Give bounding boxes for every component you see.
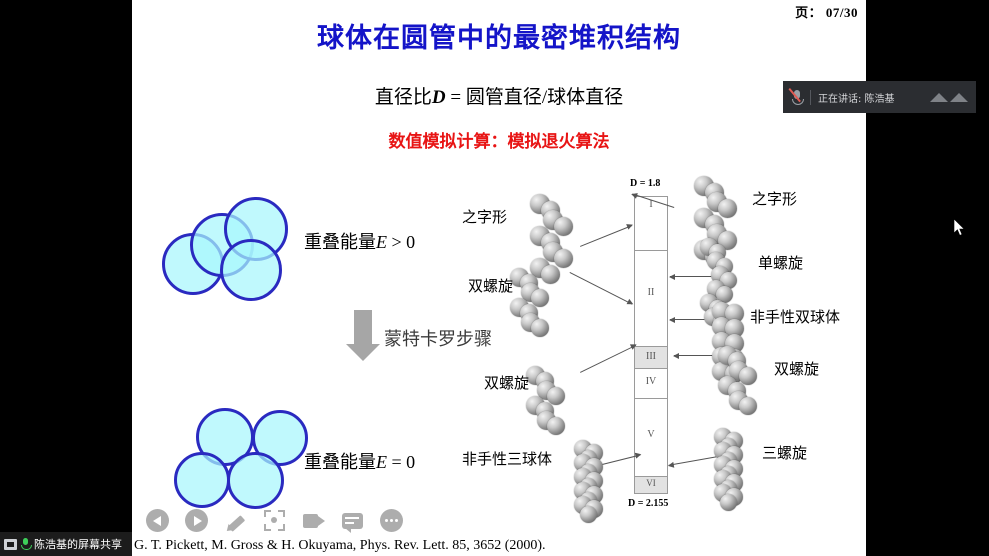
slide-canvas: 页： 07/30 球体在圆管中的最密堆积结构 直径比D = 圆管直径/球体直径 … — [132, 0, 866, 556]
sphere — [725, 304, 744, 323]
sphere — [531, 289, 549, 307]
label-achiral-triple: 非手性三球体 — [462, 450, 553, 468]
label-triple-helix: 三螺旋 — [762, 444, 808, 462]
packed-energy-variable: E — [376, 452, 387, 472]
microphone-icon — [21, 538, 32, 550]
citation: G. T. Pickett, M. Gross & H. Okuyama, Ph… — [134, 538, 546, 553]
phase-segment-VI: VI — [635, 477, 667, 493]
diameter-ratio-bottom-label: D = 2.155 — [628, 498, 669, 509]
sphere — [547, 417, 565, 435]
screen-share-status-bar: 陈浩基的屏幕共享 — [0, 532, 132, 556]
circle — [252, 410, 308, 466]
packed-energy-prefix: 重叠能量 — [304, 452, 376, 472]
phase-segment-III: III — [635, 347, 667, 369]
sphere — [720, 494, 737, 511]
circle — [227, 452, 284, 509]
overlap-energy-label: 重叠能量E > 0 — [304, 228, 415, 254]
leader-line — [569, 272, 633, 305]
spotlight-button[interactable] — [263, 509, 286, 532]
chevron-left-icon — [152, 515, 161, 526]
phase-segment-IV: IV — [635, 369, 667, 399]
sphere — [725, 319, 744, 338]
subtitle-method: 数值模拟计算：模拟退火算法 — [388, 132, 610, 152]
screen-share-icon — [4, 538, 17, 550]
sphere — [554, 249, 573, 268]
sphere — [580, 506, 597, 523]
label-double-helix-upper: 双螺旋 — [468, 277, 514, 295]
packed-energy-label: 重叠能量E = 0 — [304, 448, 415, 474]
sphere — [554, 217, 573, 236]
mic-muted-icon — [788, 88, 804, 105]
play-icon — [193, 515, 202, 526]
page-indicator: 页： 07/30 — [795, 5, 858, 20]
screen-share-label: 陈浩基的屏幕共享 — [34, 538, 122, 551]
sphere — [531, 319, 549, 337]
pen-icon — [226, 511, 246, 531]
label-single-helix: 单螺旋 — [758, 254, 804, 272]
label-achiral-double: 非手性双球体 — [750, 308, 841, 326]
formula-suffix: = 圆管直径/球体直径 — [445, 87, 624, 108]
overlap-energy-variable: E — [376, 232, 387, 252]
ellipsis-icon — [385, 519, 388, 522]
active-speaker-banner[interactable]: 正在讲话: 陈浩基 — [783, 81, 976, 113]
phase-diagram: D = 1.8 D = 2.155 I II III IV V VI — [462, 160, 866, 523]
packed-spheres-figure — [174, 408, 334, 509]
annotate-button[interactable] — [224, 509, 247, 532]
phase-segment-I: I — [635, 197, 667, 251]
label-double-helix-lower: 双螺旋 — [484, 374, 530, 392]
diameter-ratio-top-label: D = 1.8 — [630, 178, 661, 189]
chat-bubble-icon — [342, 512, 363, 533]
next-slide-button[interactable] — [185, 509, 208, 532]
formula-variable: D — [431, 87, 446, 108]
label-zigzag-left: 之字形 — [462, 208, 508, 226]
sphere — [716, 286, 733, 303]
more-options-button[interactable] — [380, 509, 403, 532]
sphere — [718, 199, 737, 218]
phase-segment-V: V — [635, 399, 667, 477]
packed-energy-suffix: = 0 — [387, 452, 416, 472]
overlap-energy-suffix: > 0 — [387, 232, 416, 252]
phase-column: I II III IV V VI — [634, 196, 668, 494]
previous-slide-button[interactable] — [146, 509, 169, 532]
page-title: 球体在圆管中的最密堆积结构 — [317, 23, 681, 54]
sphere — [739, 397, 757, 415]
chat-button[interactable] — [341, 509, 364, 533]
phase-segment-II: II — [635, 251, 667, 347]
leader-line — [580, 225, 633, 247]
sphere — [739, 367, 757, 385]
monte-carlo-arrow-icon — [346, 310, 380, 361]
sphere — [547, 387, 565, 405]
record-button[interactable] — [302, 509, 325, 532]
label-double-helix-right: 双螺旋 — [774, 360, 820, 378]
sphere — [541, 265, 560, 284]
circle — [220, 239, 282, 301]
circle — [174, 452, 230, 508]
leader-line — [580, 344, 637, 373]
overlapping-spheres-figure — [162, 195, 342, 301]
divider — [810, 89, 811, 105]
formula-prefix: 直径比 — [374, 87, 432, 108]
video-thumbnail-placeholder — [930, 92, 968, 102]
monte-carlo-label: 蒙特卡罗步骤 — [384, 329, 492, 350]
laser-pointer-icon — [264, 510, 285, 531]
mouse-cursor — [954, 219, 965, 236]
label-zigzag-right: 之字形 — [752, 190, 798, 208]
overlap-energy-prefix: 重叠能量 — [304, 232, 376, 252]
video-camera-icon — [302, 513, 325, 528]
presentation-toolbar — [146, 509, 403, 533]
subtitle-formula: 直径比D = 圆管直径/球体直径 — [132, 82, 866, 109]
active-speaker-name: 正在讲话: 陈浩基 — [818, 93, 895, 105]
